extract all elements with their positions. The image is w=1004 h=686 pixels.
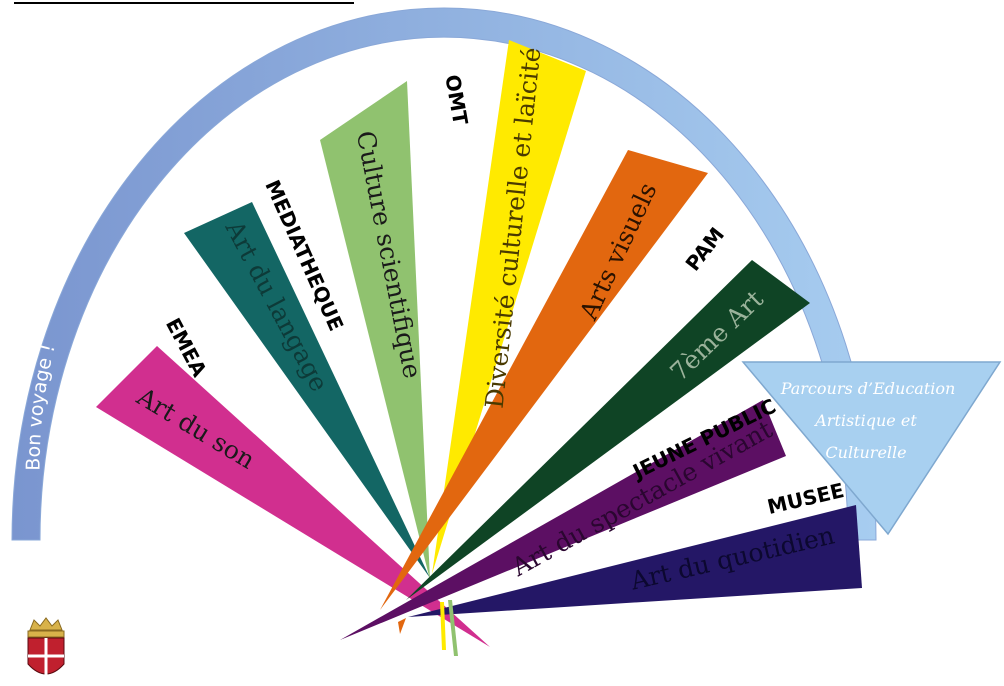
- journey-arc: [11, 7, 877, 541]
- arrow-label-line-3: Culturelle: [825, 443, 906, 462]
- ray-diversite-culturelle: [432, 40, 586, 574]
- ray-art-du-spectacle-vivant: [340, 400, 786, 640]
- ray-7eme-art: [406, 260, 810, 600]
- ray-arts-visuels: [380, 150, 708, 610]
- convergence-sliver: [398, 618, 406, 634]
- arrow-label-line-2: Artistique et: [813, 411, 917, 430]
- coat-of-arms-icon: [27, 617, 65, 676]
- arrow-label-line-1: Parcours d’Education: [780, 379, 956, 398]
- venue-label-omt: OMT: [440, 73, 472, 127]
- convergence-sliver: [440, 602, 446, 650]
- convergence-sliver: [448, 600, 458, 656]
- ray-art-du-son: [96, 346, 490, 647]
- ray-art-du-langage: [184, 202, 430, 578]
- arrow-head: [741, 361, 1002, 536]
- ray-art-du-quotidien: [408, 505, 862, 617]
- venue-label-pam: PAM: [681, 223, 730, 276]
- ray-culture-scientifique: [320, 81, 430, 580]
